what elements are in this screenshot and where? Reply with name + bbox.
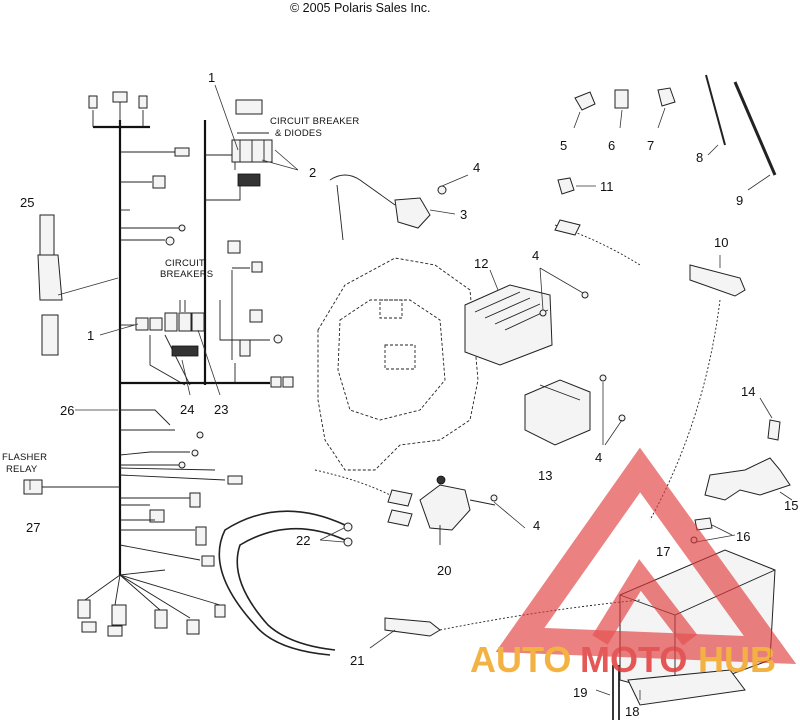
callout-4b: 4 xyxy=(532,248,539,263)
label-circuit-breakers-2: BREAKERS xyxy=(160,269,213,280)
hold-down-rod-19 xyxy=(595,665,620,720)
label-flasher-relay-1: FLASHER xyxy=(2,452,47,463)
callout-4a: 4 xyxy=(473,160,480,175)
label-circuit-breaker-diodes-1: CIRCUIT BREAKER xyxy=(270,116,359,127)
callout-13: 13 xyxy=(538,468,552,483)
callout-6: 6 xyxy=(608,138,615,153)
callout-17: 17 xyxy=(656,544,670,559)
callout-21: 21 xyxy=(350,653,364,668)
ground-strap-10 xyxy=(554,219,746,521)
bracket-15 xyxy=(704,457,793,501)
callout-10: 10 xyxy=(714,235,728,250)
callout-2: 2 xyxy=(309,165,316,180)
callout-11: 11 xyxy=(600,179,614,194)
voltage-regulator-12 xyxy=(464,269,553,366)
label-flasher-relay-2: RELAY xyxy=(6,464,38,475)
main-wiring-harness xyxy=(23,91,294,637)
copyright-text: © 2005 Polaris Sales Inc. xyxy=(290,1,431,15)
callout-22: 22 xyxy=(296,533,310,548)
watermark-text-auto: AUTO xyxy=(470,639,571,680)
bolts-4 xyxy=(437,174,626,529)
ignition-switch-3 xyxy=(329,174,456,241)
callout-9: 9 xyxy=(736,193,743,208)
callout-3: 3 xyxy=(460,207,467,222)
label-circuit-breakers-1: CIRCUIT xyxy=(165,258,205,269)
console-panel-outline xyxy=(317,257,479,471)
cdi-box-13 xyxy=(524,379,591,446)
callout-24: 24 xyxy=(180,402,194,417)
callout-8: 8 xyxy=(696,150,703,165)
harness-leaders xyxy=(29,84,299,490)
callout-4d: 4 xyxy=(533,518,540,533)
callout-5: 5 xyxy=(560,138,567,153)
callout-20: 20 xyxy=(437,563,451,578)
callout-26: 26 xyxy=(60,403,74,418)
cable-ties-8-9 xyxy=(705,74,777,191)
callout-16: 16 xyxy=(736,529,750,544)
callout-23: 23 xyxy=(214,402,228,417)
callout-1a: 1 xyxy=(208,70,215,85)
watermark-text-hub: HUB xyxy=(698,639,776,680)
callout-7: 7 xyxy=(647,138,654,153)
callout-19: 19 xyxy=(573,685,587,700)
callout-14: 14 xyxy=(741,384,755,399)
relay-connector-25 xyxy=(37,214,119,356)
solenoid-20 xyxy=(314,469,496,545)
callout-18: 18 xyxy=(625,704,639,719)
clip-11 xyxy=(557,177,596,195)
screw-14 xyxy=(759,397,781,441)
callout-12: 12 xyxy=(474,256,488,271)
fasteners-5-6-7 xyxy=(573,87,676,129)
callout-27: 27 xyxy=(26,520,40,535)
callout-1b: 1 xyxy=(87,328,94,343)
automotohub-watermark: AUTO MOTO HUB xyxy=(470,447,797,680)
label-circuit-breaker-diodes-2: & DIODES xyxy=(275,128,322,139)
callout-25: 25 xyxy=(20,195,34,210)
watermark-text-moto: MOTO xyxy=(580,639,687,680)
cable-loop-22 xyxy=(218,510,353,656)
callout-15: 15 xyxy=(784,498,798,513)
callout-4c: 4 xyxy=(595,450,602,465)
